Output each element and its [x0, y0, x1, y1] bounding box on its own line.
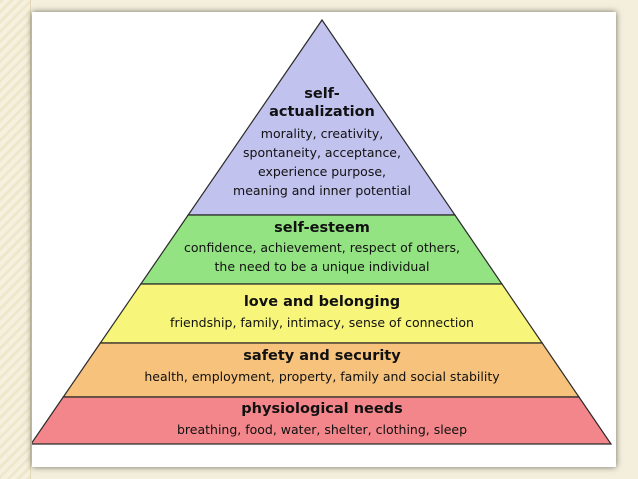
decorative-side-strip: [0, 0, 31, 479]
level-description-self-esteem: the need to be a unique individual: [215, 259, 430, 274]
level-description-self-actualization: meaning and inner potential: [233, 183, 411, 198]
pyramid-level-love-belonging: [99, 283, 544, 344]
maslow-pyramid: self-actualization morality, creativity, s…: [32, 18, 613, 445]
level-description-self-actualization: morality, creativity,: [261, 126, 383, 141]
level-description-physiological: breathing, food, water, shelter, clothin…: [177, 422, 467, 437]
level-description-safety-security: health, employment, property, family and…: [144, 369, 500, 384]
level-description-self-esteem: confidence, achievement, respect of othe…: [184, 240, 460, 255]
slide-card: self-actualization morality, creativity, s…: [32, 12, 616, 467]
level-title-self-actualization: actualization: [269, 104, 375, 120]
level-description-self-actualization: spontaneity, acceptance,: [243, 145, 401, 160]
level-title-safety-security: safety and security: [243, 348, 401, 364]
level-description-love-belonging: friendship, family, intimacy, sense of c…: [170, 315, 474, 330]
level-title-self-esteem: self-esteem: [274, 220, 370, 236]
level-title-physiological: physiological needs: [241, 401, 402, 417]
level-title-love-belonging: love and belonging: [244, 294, 400, 310]
pyramid-level-physiological: [32, 396, 613, 445]
level-title-self-actualization: self-: [304, 86, 340, 102]
level-description-self-actualization: experience purpose,: [258, 164, 386, 179]
